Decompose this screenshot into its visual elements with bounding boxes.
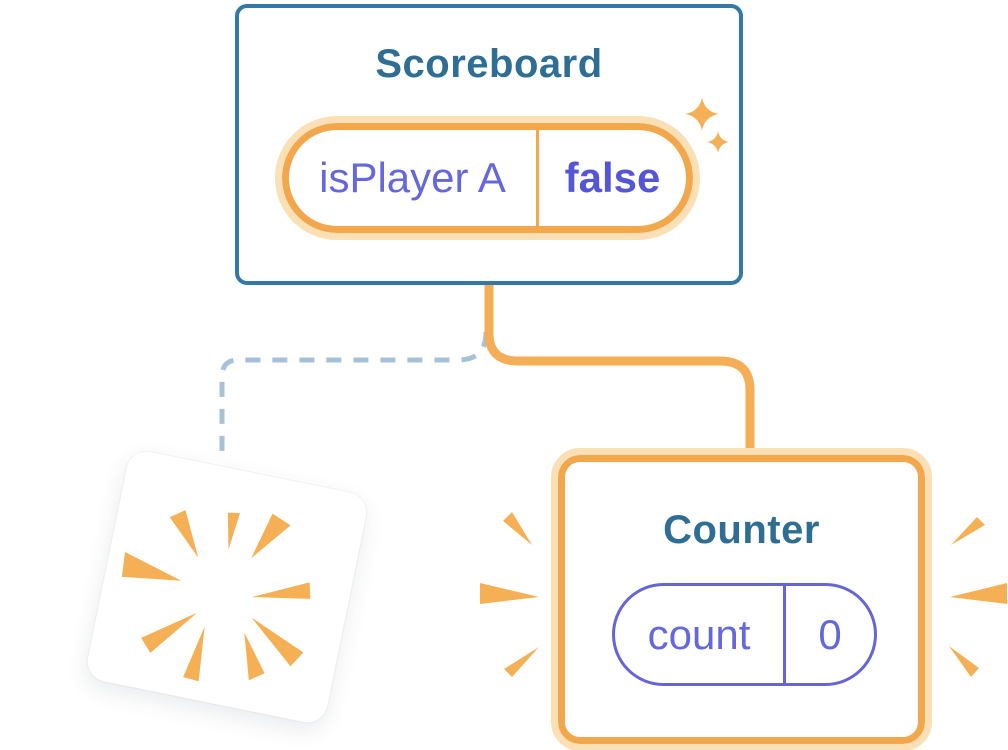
orange-connector-line <box>484 278 755 463</box>
sparkles-icon <box>685 97 729 153</box>
state-name: count <box>647 610 751 658</box>
counter-component-card: Counter count 0 <box>551 448 932 750</box>
destroyed-card <box>84 448 370 726</box>
burst-left-icon <box>480 512 539 677</box>
explosion-icon <box>121 510 311 682</box>
state-value: 0 <box>783 586 874 683</box>
counter-state-pill: count 0 <box>612 583 877 686</box>
state-name: isPlayer A <box>319 154 506 201</box>
scoreboard-state-pill: isPlayer A false <box>275 116 700 240</box>
dashed-connector-line <box>219 331 489 459</box>
scoreboard-title: Scoreboard <box>375 42 603 86</box>
scoreboard-component-card: Scoreboard isPlayer A false <box>235 4 743 285</box>
state-value: false <box>536 130 686 226</box>
counter-title: Counter <box>663 508 820 552</box>
burst-right-icon <box>949 517 1007 677</box>
